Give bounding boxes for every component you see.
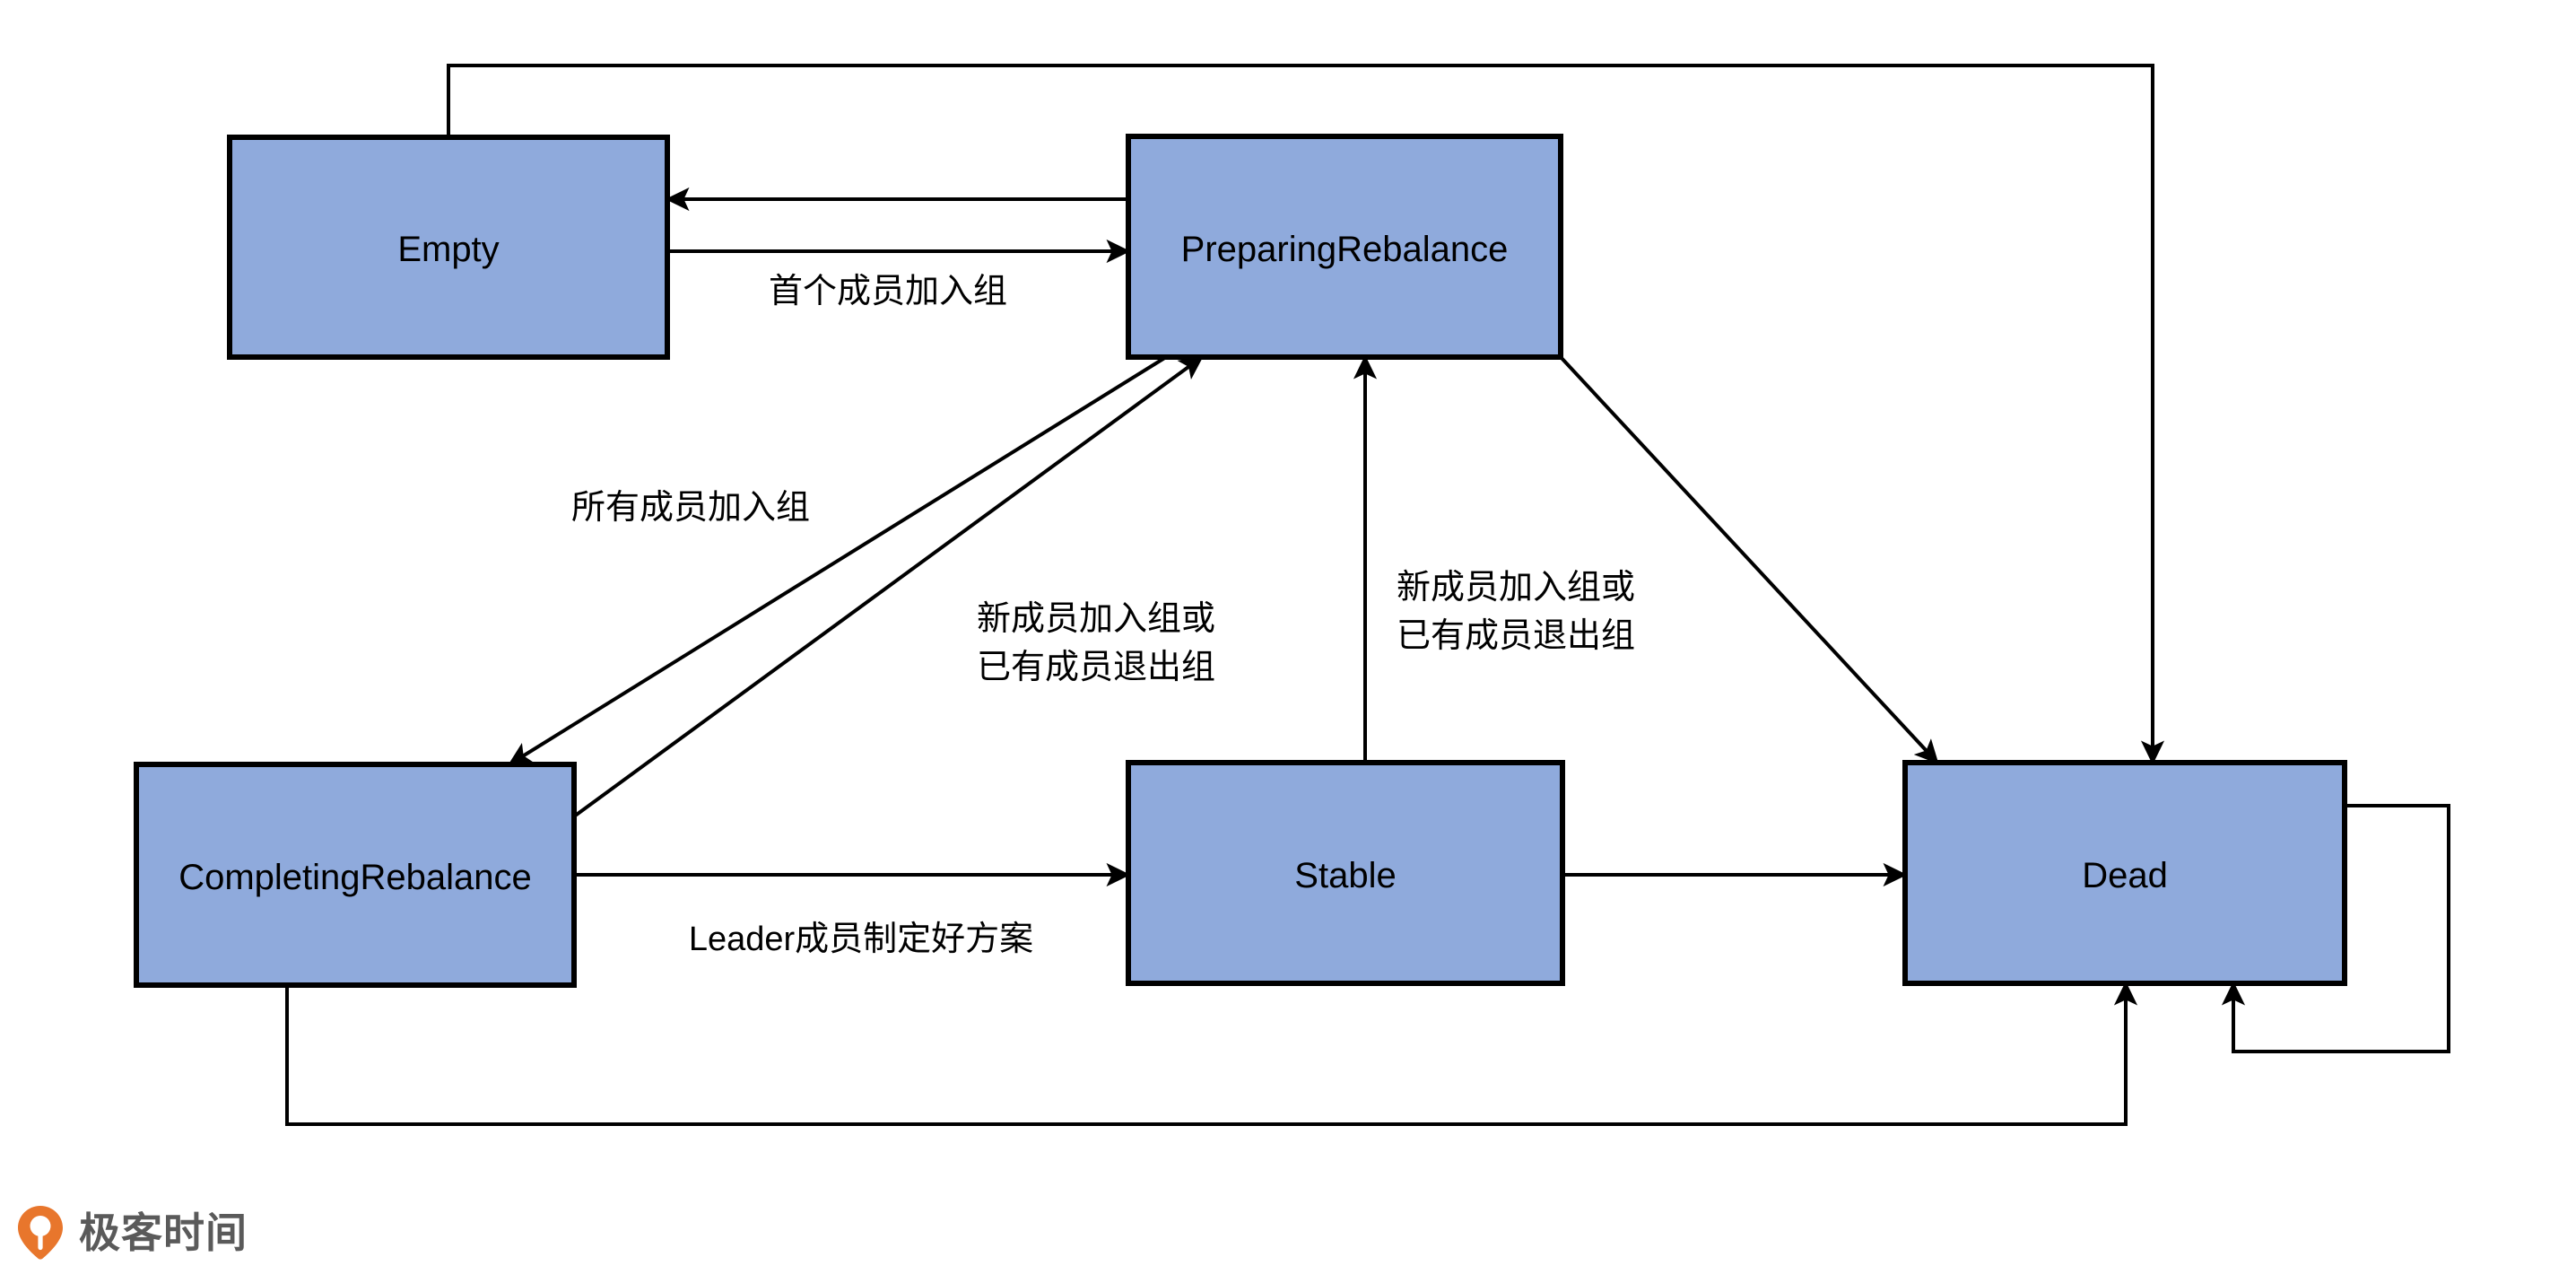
node-preparing-rebalance[interactable]: PreparingRebalance	[1126, 134, 1563, 360]
node-completing-rebalance-rect[interactable]	[134, 762, 577, 988]
edge-label-member-change-line2-b: 已有成员退出组	[1397, 617, 1635, 655]
edge-label-completing-to-preparing: 新成员加入组或 已有成员退出组	[977, 600, 1215, 686]
node-stable[interactable]: Stable	[1126, 760, 1565, 986]
node-preparing-rebalance-label: PreparingRebalance	[1181, 230, 1509, 269]
node-dead[interactable]: Dead	[1902, 760, 2347, 986]
edge-completing-to-dead	[285, 981, 2138, 1126]
node-completing-rebalance[interactable]: CompletingRebalance	[134, 762, 577, 988]
edge-label-leader-plan-ready: Leader成员制定好方案	[689, 921, 1033, 958]
brand-watermark: 极客时间	[16, 1200, 248, 1265]
edge-label-all-members-joined: 所有成员加入组	[571, 489, 810, 527]
edge-label-stable-to-preparing: 新成员加入组或 已有成员退出组	[1397, 569, 1635, 655]
edge-empty-to-dead	[447, 64, 2165, 765]
brand-name: 极客时间	[79, 1209, 248, 1256]
edge-preparing-to-completing	[508, 355, 1168, 766]
node-stable-rect[interactable]	[1126, 760, 1565, 986]
edge-label-first-member-joins: 首个成员加入组	[769, 273, 1007, 310]
edge-preparing-to-dead	[1559, 355, 1939, 764]
edge-dead-self-loop	[2221, 804, 2450, 1053]
edge-label-member-change-line1-b: 新成员加入组或	[1397, 569, 1635, 607]
node-empty-rect[interactable]	[227, 135, 670, 360]
edge-label-member-change-line2-a: 已有成员退出组	[977, 649, 1215, 686]
node-preparing-rebalance-rect[interactable]	[1126, 134, 1563, 360]
geektime-pin-logo-icon	[16, 1205, 65, 1261]
edge-completing-to-preparing	[572, 355, 1204, 818]
node-completing-rebalance-label: CompletingRebalance	[178, 858, 532, 897]
node-stable-label: Stable	[1294, 856, 1396, 895]
node-empty[interactable]: Empty	[227, 135, 670, 360]
node-dead-label: Dead	[2082, 856, 2168, 895]
node-empty-label: Empty	[397, 230, 499, 269]
edge-label-member-change-line1-a: 新成员加入组或	[977, 600, 1215, 638]
node-dead-rect[interactable]	[1902, 760, 2347, 986]
